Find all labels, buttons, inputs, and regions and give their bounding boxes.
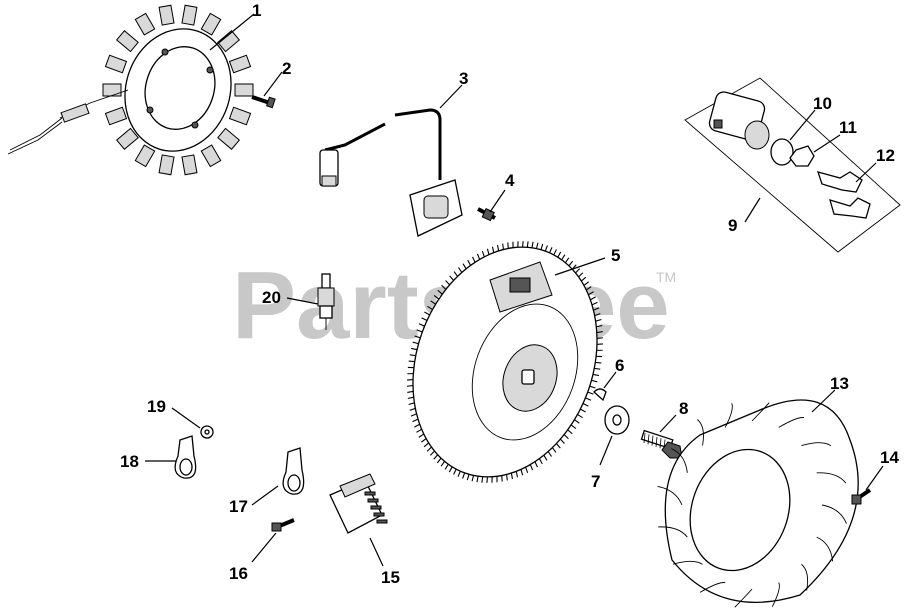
callout-11: 11 bbox=[839, 118, 857, 137]
callout-10: 10 bbox=[813, 94, 832, 113]
part-bolt-8[interactable] bbox=[640, 429, 683, 459]
callout-5: 5 bbox=[611, 246, 620, 265]
part-nut-19[interactable] bbox=[200, 425, 214, 439]
part-screw-14[interactable] bbox=[851, 488, 872, 505]
callout-20: 20 bbox=[262, 288, 281, 307]
part-keys-12[interactable] bbox=[816, 171, 871, 219]
part-clamp-17[interactable] bbox=[282, 447, 305, 495]
callout-15: 15 bbox=[381, 568, 400, 587]
part-spark-plug[interactable] bbox=[317, 273, 335, 330]
callout-12: 12 bbox=[876, 146, 895, 165]
callout-18: 18 bbox=[120, 452, 139, 471]
part-flywheel[interactable] bbox=[382, 221, 628, 503]
callout-14: 14 bbox=[880, 448, 899, 467]
callout-2: 2 bbox=[282, 59, 291, 78]
part-screw-16[interactable] bbox=[271, 518, 295, 532]
leader-lines bbox=[145, 13, 884, 567]
part-washer-7[interactable] bbox=[604, 405, 630, 435]
part-ignition-module[interactable] bbox=[319, 108, 463, 237]
callout-9: 9 bbox=[728, 216, 737, 235]
watermark-trademark: TM bbox=[656, 269, 676, 285]
part-key-6[interactable] bbox=[593, 388, 607, 402]
callout-13: 13 bbox=[830, 374, 849, 393]
callout-4: 4 bbox=[505, 171, 515, 190]
part-nut-11[interactable] bbox=[789, 145, 815, 167]
callout-16: 16 bbox=[229, 564, 248, 583]
part-rectifier-regulator[interactable] bbox=[329, 473, 388, 534]
callout-8: 8 bbox=[679, 399, 688, 418]
callout-19: 19 bbox=[147, 397, 166, 416]
part-ignition-switch-kit[interactable] bbox=[684, 77, 901, 253]
callout-labels: 1 2 3 4 5 6 7 8 9 10 11 12 13 14 15 16 1… bbox=[120, 1, 899, 587]
part-screw-2[interactable] bbox=[251, 95, 276, 109]
callout-6: 6 bbox=[615, 356, 624, 375]
part-lockwasher-10[interactable] bbox=[770, 138, 794, 166]
callout-17: 17 bbox=[229, 497, 248, 516]
callout-7: 7 bbox=[591, 472, 600, 491]
part-screw-4[interactable] bbox=[477, 207, 496, 222]
part-clamp-18[interactable] bbox=[174, 435, 197, 479]
part-switch-10[interactable] bbox=[708, 90, 770, 150]
part-blower-housing-fan[interactable] bbox=[657, 399, 859, 608]
callout-1: 1 bbox=[252, 1, 261, 20]
part-stator[interactable] bbox=[7, 4, 254, 176]
callout-3: 3 bbox=[459, 69, 468, 88]
